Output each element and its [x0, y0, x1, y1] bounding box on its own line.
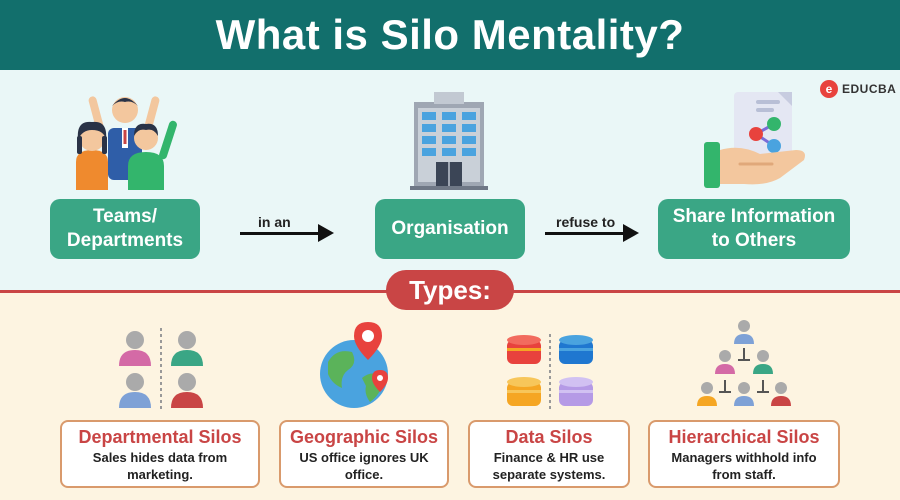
teams-departments-box: Teams/Departments: [50, 199, 200, 259]
data-silos-title: Data Silos: [505, 427, 593, 447]
teams-box-line1: Teams/: [92, 206, 158, 228]
hierarchical-silos-card: Hierarchical Silos Managers withhold inf…: [648, 420, 840, 488]
building-icon: [408, 90, 490, 190]
hierarchical-silos-title: Hierarchical Silos: [668, 427, 820, 447]
share-box-line1: Share Information: [672, 206, 836, 228]
flow-arrow-1: [240, 224, 334, 242]
flow-arrow-2: [545, 224, 639, 242]
database-silos-icon: [503, 334, 597, 412]
organisation-box: Organisation: [375, 199, 525, 259]
departmental-people-icon: [115, 326, 207, 412]
share-document-hand-icon: [700, 88, 810, 190]
geographic-silos-title: Geographic Silos: [289, 427, 439, 447]
organisation-box-label: Organisation: [391, 218, 509, 240]
educba-logo-icon: e: [820, 80, 838, 98]
types-heading: Types:: [409, 274, 491, 305]
hierarchy-icon: [697, 318, 791, 412]
title-banner: What is Silo Mentality?: [0, 0, 900, 70]
types-heading-pill: Types:: [386, 270, 514, 310]
arrow-label-refuse-to: refuse to: [556, 214, 616, 230]
globe-location-icon: [318, 318, 398, 412]
educba-logo-text: EDUCBA: [842, 82, 897, 96]
departmental-silos-title: Departmental Silos: [78, 427, 242, 447]
team-people-icon: [72, 90, 182, 190]
teams-box-line2: Departments: [66, 230, 184, 251]
educba-logo: e EDUCBA: [820, 80, 896, 98]
arrow-label-in-an: in an: [258, 214, 291, 230]
share-box-line2: to Others: [711, 230, 797, 251]
page-title: What is Silo Mentality?: [215, 11, 685, 58]
departmental-silos-card: Departmental Silos Sales hides data from…: [60, 420, 260, 488]
